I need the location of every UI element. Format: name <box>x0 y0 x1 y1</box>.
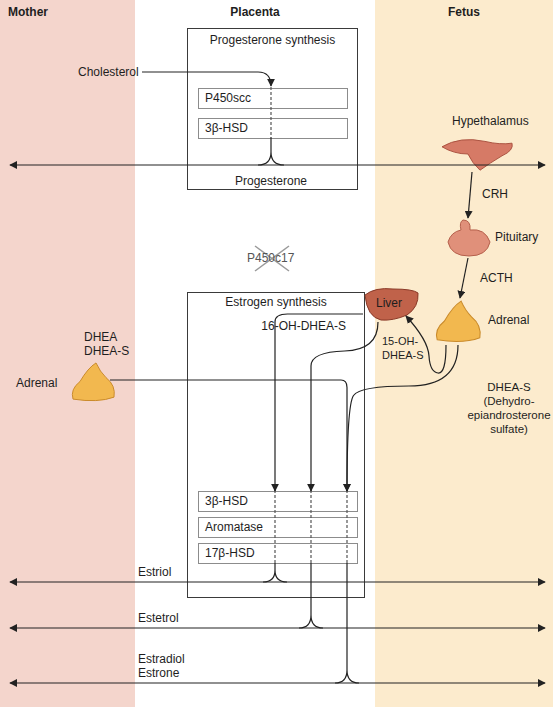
fork-line <box>258 137 284 165</box>
hypothalamus-shape <box>440 136 515 172</box>
flow-arrow <box>460 258 468 298</box>
fork-line <box>263 563 287 582</box>
flow-arrow <box>468 172 472 218</box>
box-title: Estrogen synthesis <box>188 295 364 309</box>
band-title: Placenta <box>135 5 375 19</box>
enzyme-label: P450scc <box>205 89 251 108</box>
adrenal-shape <box>68 360 118 404</box>
organ-label: Adrenal <box>488 313 529 327</box>
organ-label: Hypethalamus <box>452 114 529 128</box>
enzyme-box: Aromatase <box>198 517 358 538</box>
organ-label: Liver <box>376 296 402 310</box>
flow-arrow <box>10 627 545 628</box>
band-title: Fetus <box>375 5 553 19</box>
liver-organ: Liver <box>363 287 420 322</box>
hypothalamus-shape <box>442 140 512 171</box>
enzyme-label: Aromatase <box>205 518 263 537</box>
enzyme-box: 3β-HSD <box>198 491 358 512</box>
adrenal-gland: Adrenal <box>68 360 118 404</box>
organ-label: Pituitary <box>495 230 538 244</box>
synthesis-box: Estrogen synthesis 3β-HSD Aromatase 17β-HSD <box>187 292 365 598</box>
placenta-band: PlacentaProgesterone synthesisP450scc 3β-… <box>135 0 375 707</box>
pituitary-shape <box>448 220 490 256</box>
dashed-path <box>346 490 347 563</box>
synthesis-box: Progesterone synthesisP450scc 3β-HSD <box>187 28 358 190</box>
hypothalamus-organ: Hypethalamus <box>440 136 515 172</box>
enzyme-label: 3β-HSD <box>205 119 248 138</box>
fork-line <box>299 563 323 628</box>
enzyme-box: 3β-HSD <box>198 118 348 139</box>
adrenal-shape <box>436 301 480 341</box>
dashed-path <box>310 490 311 563</box>
liver-shape <box>365 289 418 321</box>
mother-band: MotherAdrenal <box>0 0 135 707</box>
flow-arrow <box>110 380 347 491</box>
fork-line <box>335 563 359 683</box>
enzyme-box: P450scc <box>198 88 348 109</box>
enzyme-label: 17β-HSD <box>205 544 255 563</box>
flow-arrow <box>311 322 378 491</box>
flow-arrow <box>406 316 446 373</box>
flow-arrow <box>10 682 545 683</box>
flow-arrow <box>10 164 545 165</box>
pituitary-organ: Pituitary <box>445 218 492 258</box>
dashed-path <box>274 490 275 563</box>
pituitary-shape <box>445 218 492 258</box>
adrenal-shape <box>432 298 484 345</box>
fetus-band: FetusHypethalamusPituitaryAdrenal Liver <box>375 0 553 707</box>
enzyme-box: 17β-HSD <box>198 543 358 564</box>
cholesterol-arrow <box>142 72 271 86</box>
enzyme-label: 3β-HSD <box>205 492 248 511</box>
adrenal-gland: Adrenal <box>432 298 484 345</box>
cross-mark <box>255 246 289 271</box>
organ-label: Adrenal <box>16 376 57 390</box>
flow-arrow <box>275 314 363 491</box>
cross-mark <box>255 246 289 271</box>
band-title: Mother <box>8 5 48 19</box>
dashed-path <box>270 87 271 137</box>
flow-arrow <box>10 581 545 582</box>
adrenal-shape <box>72 363 114 401</box>
flow-arrow <box>347 345 458 491</box>
box-title: Progesterone synthesis <box>188 33 357 47</box>
